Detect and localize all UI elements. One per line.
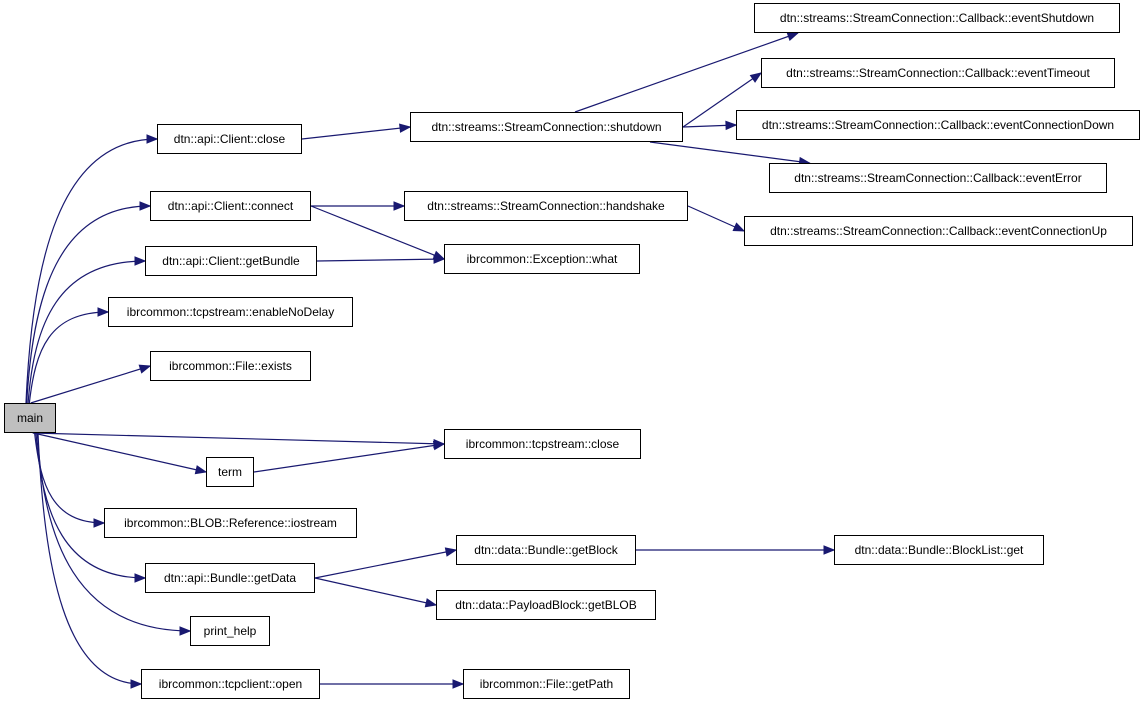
- node-print-help[interactable]: print_help: [190, 616, 270, 646]
- arrowhead-client_getbundle-to-exc_what: [433, 254, 446, 264]
- node-blocklist-get[interactable]: dtn::data::Bundle::BlockList::get: [834, 535, 1044, 565]
- arrowhead-main-to-print_help: [179, 626, 192, 636]
- arrowhead-sc_shutdown-to-cb_shutdown: [786, 32, 800, 41]
- arrowhead-sc_handshake-to-cb_connup: [732, 222, 746, 232]
- arrowhead-data_getblock-to-blocklist_get: [823, 545, 836, 555]
- edge-sc_shutdown-to-cb_error: [649, 141, 810, 164]
- node-term[interactable]: term: [206, 457, 254, 487]
- edge-client_close-to-sc_shutdown: [301, 126, 411, 140]
- node-callback-eventtimeout[interactable]: dtn::streams::StreamConnection::Callback…: [761, 58, 1115, 88]
- edge-main-to-term: [33, 432, 207, 473]
- node-file-getpath[interactable]: ibrcommon::File::getPath: [463, 669, 630, 699]
- node-exception-what[interactable]: ibrcommon::Exception::what: [444, 244, 640, 274]
- node-callback-eventconnectiondown[interactable]: dtn::streams::StreamConnection::Callback…: [736, 110, 1140, 140]
- arrowhead-client_connect-to-sc_handshake: [393, 201, 406, 211]
- node-tcpclient-open[interactable]: ibrcommon::tcpclient::open: [141, 669, 320, 699]
- node-callback-eventshutdown[interactable]: dtn::streams::StreamConnection::Callback…: [754, 3, 1120, 33]
- edge-sc_shutdown-to-cb_timeout: [682, 72, 762, 128]
- edge-bundle_getdata-to-data_getblock: [314, 549, 457, 579]
- arrowhead-main-to-tcpclient_open: [130, 679, 143, 689]
- arrowhead-main-to-bundle_getdata: [134, 573, 147, 583]
- arrowhead-main-to-client_connect: [139, 201, 152, 211]
- node-streamconnection-handshake[interactable]: dtn::streams::StreamConnection::handshak…: [404, 191, 688, 221]
- node-data-bundle-getblock[interactable]: dtn::data::Bundle::getBlock: [456, 535, 636, 565]
- edge-client_connect-to-exc_what: [310, 205, 445, 260]
- edge-main-to-blob_iostream: [34, 432, 105, 524]
- arrowhead-main-to-client_getbundle: [134, 256, 147, 266]
- arrowhead-tcpclient_open-to-file_getpath: [452, 679, 465, 689]
- arrowhead-sc_shutdown-to-cb_conndown: [725, 120, 738, 131]
- edge-term-to-tcpstream_close: [253, 443, 445, 473]
- node-tcpstream-enablenodelay[interactable]: ibrcommon::tcpstream::enableNoDelay: [108, 297, 353, 327]
- arrowhead-main-to-client_close: [146, 134, 159, 144]
- node-payloadblock-getblob[interactable]: dtn::data::PayloadBlock::getBLOB: [436, 590, 656, 620]
- node-main: main: [4, 403, 56, 433]
- node-streamconnection-shutdown[interactable]: dtn::streams::StreamConnection::shutdown: [410, 112, 683, 142]
- arrowhead-client_close-to-sc_shutdown: [399, 123, 412, 133]
- edge-bundle_getdata-to-payload_getblob: [314, 577, 437, 606]
- edge-main-to-tcp_nodelay: [28, 311, 109, 404]
- edge-client_getbundle-to-exc_what: [316, 258, 445, 262]
- arrowhead-main-to-file_exists: [138, 364, 152, 374]
- edge-main-to-tcpstream_close: [32, 432, 445, 445]
- arrowhead-main-to-tcp_nodelay: [97, 307, 110, 317]
- node-tcpstream-close[interactable]: ibrcommon::tcpstream::close: [444, 429, 641, 459]
- edge-main-to-print_help: [36, 432, 191, 632]
- node-api-bundle-getdata[interactable]: dtn::api::Bundle::getData: [145, 563, 315, 593]
- arrowhead-bundle_getdata-to-data_getblock: [444, 547, 458, 557]
- edge-main-to-client_getbundle: [27, 260, 146, 404]
- arrowhead-main-to-blob_iostream: [93, 518, 106, 528]
- arrowhead-sc_shutdown-to-cb_timeout: [749, 72, 763, 83]
- node-callback-eventconnectionup[interactable]: dtn::streams::StreamConnection::Callback…: [744, 216, 1133, 246]
- edge-main-to-tcpclient_open: [37, 432, 142, 685]
- arrowhead-bundle_getdata-to-payload_getblob: [424, 598, 438, 608]
- arrowhead-main-to-term: [194, 465, 208, 475]
- node-client-close[interactable]: dtn::api::Client::close: [157, 124, 302, 154]
- node-file-exists[interactable]: ibrcommon::File::exists: [150, 351, 311, 381]
- arrowhead-term-to-tcpstream_close: [432, 440, 446, 451]
- node-client-connect[interactable]: dtn::api::Client::connect: [150, 191, 311, 221]
- node-blob-reference-iostream[interactable]: ibrcommon::BLOB::Reference::iostream: [104, 508, 357, 538]
- edge-sc_shutdown-to-cb_shutdown: [574, 32, 799, 113]
- node-client-getbundle[interactable]: dtn::api::Client::getBundle: [145, 246, 317, 276]
- node-callback-eventerror[interactable]: dtn::streams::StreamConnection::Callback…: [769, 163, 1107, 193]
- edge-main-to-file_exists: [30, 365, 151, 404]
- edge-main-to-client_close: [25, 138, 158, 404]
- edge-main-to-client_connect: [26, 205, 151, 404]
